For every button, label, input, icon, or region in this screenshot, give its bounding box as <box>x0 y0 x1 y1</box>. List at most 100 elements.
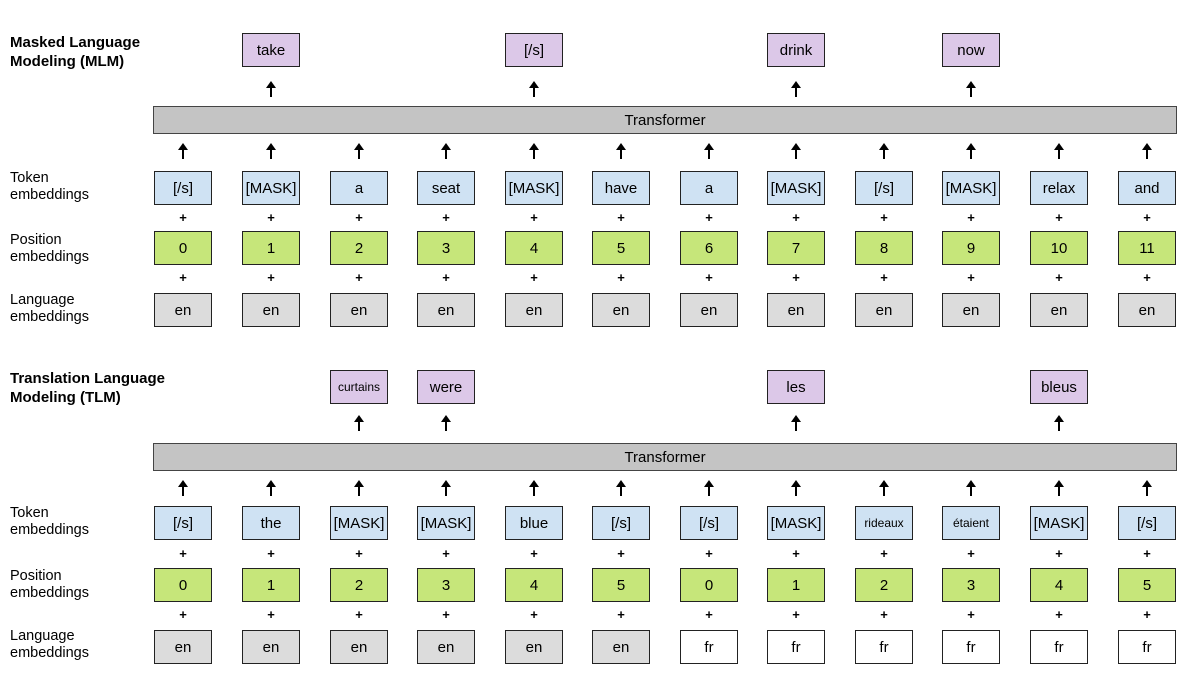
mlm-output-token-text: drink <box>779 41 813 59</box>
mlm-input-arrow-icon <box>1142 143 1152 159</box>
mlm-language-embedding-text: en <box>612 301 630 319</box>
mlm-position-embedding: 1 <box>242 231 300 265</box>
mlm-input-arrow-icon <box>529 143 539 159</box>
tlm-input-arrow-icon <box>441 480 451 496</box>
tlm-position-embedding: 4 <box>1030 568 1088 602</box>
mlm-token-embedding-text: [/s] <box>172 179 193 197</box>
mlm-token-embedding: seat <box>417 171 475 205</box>
tlm-plus-sign: + <box>967 607 975 622</box>
mlm-language-embedding-text: en <box>1050 301 1068 319</box>
tlm-position-embedding: 2 <box>855 568 913 602</box>
mlm-language-embedding-text: en <box>787 301 805 319</box>
mlm-position-embedding-text: 5 <box>616 239 626 257</box>
mlm-language-embedding: en <box>1118 293 1176 327</box>
tlm-input-arrow-icon <box>529 480 539 496</box>
mlm-output-token-text: [/s] <box>523 41 544 59</box>
tlm-input-arrow-icon <box>1054 480 1064 496</box>
tlm-language-embedding-text: en <box>437 638 455 656</box>
mlm-position-embedding-text: 9 <box>966 239 976 257</box>
mlm-input-arrow-icon <box>1054 143 1064 159</box>
tlm-plus-sign: + <box>1143 546 1151 561</box>
mlm-language-embedding-text: en <box>700 301 718 319</box>
tlm-plus-sign: + <box>267 546 275 561</box>
mlm-plus-sign: + <box>267 270 275 285</box>
tlm-output-token: were <box>417 370 475 404</box>
tlm-title-line2: Modeling (TLM) <box>10 389 121 406</box>
mlm-plus-sign: + <box>179 270 187 285</box>
mlm-token-row-label: Token embeddings <box>10 170 89 204</box>
tlm-title-line1: Translation Language <box>10 370 166 387</box>
mlm-language-embedding: en <box>1030 293 1088 327</box>
tlm-language-embedding: en <box>592 630 650 664</box>
mlm-plus-sign: + <box>1143 270 1151 285</box>
tlm-plus-sign: + <box>1143 607 1151 622</box>
tlm-language-embedding: fr <box>680 630 738 664</box>
mlm-position-embedding: 10 <box>1030 231 1088 265</box>
mlm-language-embedding: en <box>154 293 212 327</box>
tlm-plus-sign: + <box>442 546 450 561</box>
mlm-language-embedding-text: en <box>174 301 192 319</box>
tlm-language-embedding: fr <box>942 630 1000 664</box>
mlm-language-row-label: Language embeddings <box>10 292 89 326</box>
mlm-plus-sign: + <box>442 270 450 285</box>
mlm-transformer-label: Transformer <box>624 111 706 129</box>
tlm-token-embedding-text: [MASK] <box>1033 514 1085 532</box>
tlm-transformer-label: Transformer <box>624 448 706 466</box>
tlm-token-label-2: embeddings <box>10 522 89 538</box>
mlm-plus-sign: + <box>792 270 800 285</box>
tlm-input-arrow-icon <box>1142 480 1152 496</box>
mlm-token-embedding-text: [MASK] <box>945 179 997 197</box>
tlm-position-embedding: 5 <box>1118 568 1176 602</box>
tlm-token-embedding-text: [MASK] <box>420 514 472 532</box>
mlm-input-arrow-icon <box>266 143 276 159</box>
tlm-output-token: bleus <box>1030 370 1088 404</box>
tlm-plus-sign: + <box>179 607 187 622</box>
mlm-plus-sign: + <box>267 210 275 225</box>
mlm-token-embedding: a <box>330 171 388 205</box>
mlm-token-label-1: Token <box>10 170 49 186</box>
mlm-title: Masked Language Modeling (MLM) <box>10 33 140 71</box>
mlm-language-label-2: embeddings <box>10 309 89 325</box>
tlm-language-embedding-text: en <box>350 638 368 656</box>
mlm-input-arrow-icon <box>354 143 364 159</box>
tlm-plus-sign: + <box>880 546 888 561</box>
mlm-plus-sign: + <box>530 210 538 225</box>
tlm-plus-sign: + <box>179 546 187 561</box>
tlm-position-embedding-text: 3 <box>966 576 976 594</box>
mlm-plus-sign: + <box>880 270 888 285</box>
tlm-position-embedding-text: 4 <box>1054 576 1064 594</box>
tlm-token-embedding: [MASK] <box>767 506 825 540</box>
tlm-token-embedding-text: blue <box>519 514 549 532</box>
mlm-language-label-1: Language <box>10 292 75 308</box>
tlm-plus-sign: + <box>1055 546 1063 561</box>
mlm-token-embedding-text: [MASK] <box>245 179 297 197</box>
tlm-token-embedding-text: rideaux <box>864 516 904 530</box>
mlm-language-embedding: en <box>242 293 300 327</box>
mlm-plus-sign: + <box>792 210 800 225</box>
mlm-token-embedding: [MASK] <box>242 171 300 205</box>
tlm-token-embedding-text: [/s] <box>1136 514 1157 532</box>
tlm-position-embedding-text: 5 <box>1142 576 1152 594</box>
tlm-position-embedding-text: 3 <box>441 576 451 594</box>
tlm-input-arrow-icon <box>178 480 188 496</box>
mlm-input-arrow-icon <box>966 143 976 159</box>
tlm-token-embedding: blue <box>505 506 563 540</box>
tlm-language-embedding: en <box>330 630 388 664</box>
tlm-token-embedding-text: [/s] <box>172 514 193 532</box>
tlm-plus-sign: + <box>1055 607 1063 622</box>
tlm-language-embedding-text: fr <box>704 638 714 656</box>
tlm-output-arrow-icon <box>441 415 451 431</box>
tlm-input-arrow-icon <box>354 480 364 496</box>
tlm-token-embedding-text: [MASK] <box>333 514 385 532</box>
mlm-position-embedding: 11 <box>1118 231 1176 265</box>
tlm-language-embedding: fr <box>855 630 913 664</box>
mlm-token-embedding-text: a <box>704 179 714 197</box>
mlm-output-arrow-icon <box>791 81 801 97</box>
mlm-position-embedding-text: 6 <box>704 239 714 257</box>
mlm-language-embedding: en <box>680 293 738 327</box>
mlm-position-embedding: 7 <box>767 231 825 265</box>
tlm-token-embedding-text: [/s] <box>698 514 719 532</box>
mlm-plus-sign: + <box>617 270 625 285</box>
mlm-output-token: take <box>242 33 300 67</box>
